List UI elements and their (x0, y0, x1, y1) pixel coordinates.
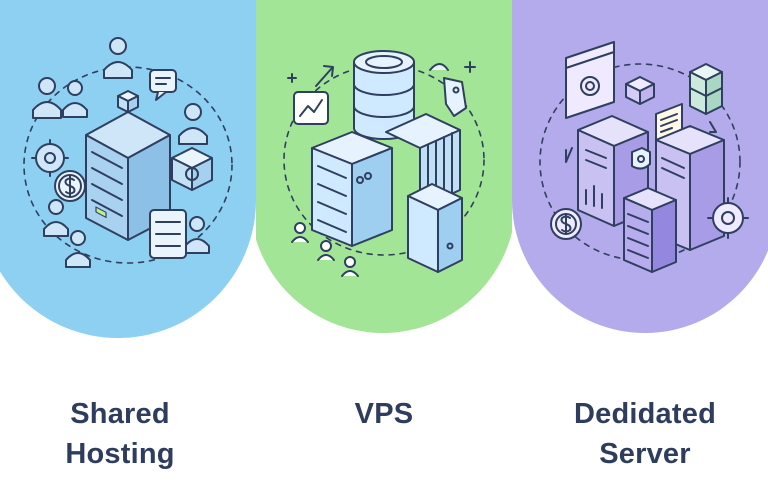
users-icon (291, 222, 359, 277)
stack-cubes-icon (689, 63, 723, 115)
shared-hosting-label-line1: Shared (70, 398, 170, 430)
cube-icon (117, 90, 139, 113)
tag-icon (429, 63, 467, 117)
sparkle-icon (287, 61, 476, 83)
users-icon (32, 37, 210, 268)
browser-window-icon (565, 41, 615, 119)
gear-icon (707, 197, 749, 239)
shield-box-icon (171, 147, 213, 191)
dedicated-server-label-line1: Dedidated (574, 398, 716, 430)
shared-hosting-label: Shared Hosting (0, 394, 248, 474)
server-stack-icon (311, 131, 393, 247)
dollar-coin-icon (54, 170, 86, 202)
arrow-icon (709, 121, 717, 133)
shared-hosting-label-line2: Hosting (65, 438, 175, 470)
dedicated-server-label: Dedidated Server (517, 394, 768, 474)
vps-label-line1: VPS (354, 398, 414, 430)
building-icon (149, 209, 187, 259)
trend-arrow-icon (315, 65, 334, 87)
vps-label: VPS (256, 394, 512, 434)
dollar-gear-icon (550, 208, 582, 240)
shield-icon (631, 147, 651, 170)
chart-window-icon (293, 91, 329, 125)
tower-server-icon (407, 183, 463, 273)
cube-icon (625, 76, 655, 105)
gear-icon (31, 139, 69, 177)
chat-bubble-icon (149, 69, 177, 101)
arrow-icon (565, 147, 573, 163)
server-stack-icon (623, 187, 677, 273)
database-cylinder-icon (353, 50, 415, 140)
dedicated-server-label-line2: Server (599, 438, 691, 470)
vps-orbit (283, 64, 485, 256)
